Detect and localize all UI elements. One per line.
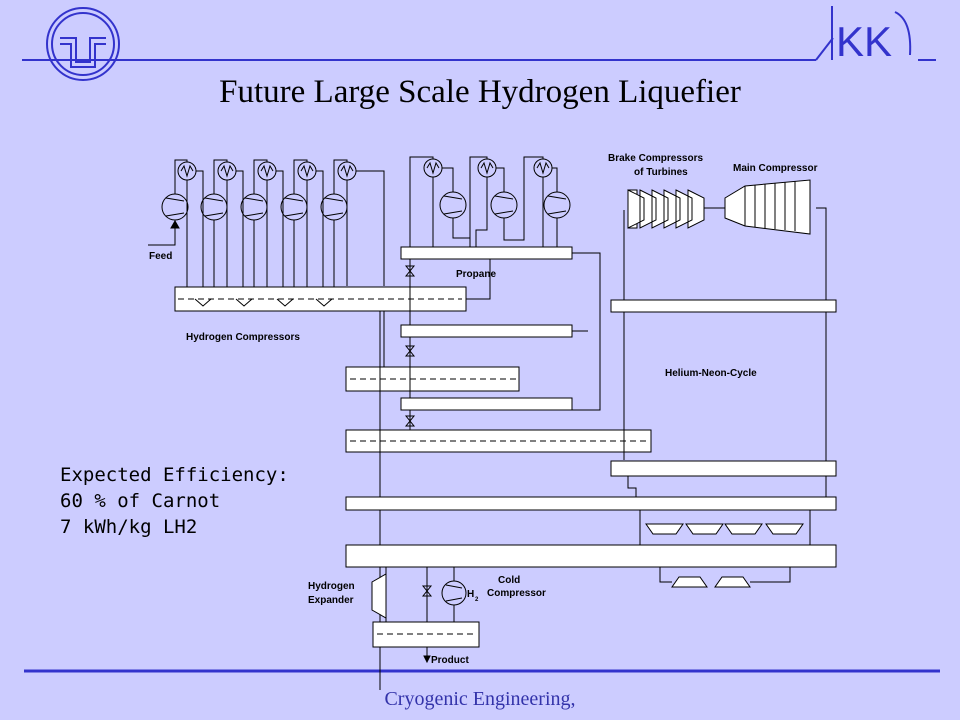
heat-exchanger bbox=[345, 429, 652, 453]
slide-title: Future Large Scale Hydrogen Liquefier bbox=[219, 74, 741, 110]
turbine-icon bbox=[671, 576, 751, 588]
efficiency-text: Expected Efficiency: 60 % of Carnot 7 kW… bbox=[60, 462, 289, 540]
heat-exchanger bbox=[400, 324, 573, 338]
label-propane: Propane bbox=[456, 269, 496, 280]
heat-exchanger bbox=[610, 299, 837, 313]
compressor-icon bbox=[240, 193, 268, 221]
heat-exchanger bbox=[345, 496, 837, 511]
valve-icon bbox=[404, 265, 416, 277]
main-compressor-icon bbox=[724, 179, 811, 235]
kk-logo-text: KK bbox=[836, 18, 892, 65]
compressor-icon bbox=[543, 191, 571, 219]
heat-exchanger bbox=[610, 460, 837, 477]
label-hydrogen-compressors: Hydrogen Compressors bbox=[186, 332, 300, 343]
header-rule-slant bbox=[815, 37, 834, 61]
label-feed: Feed bbox=[149, 251, 172, 262]
kk-logo-icon: KK bbox=[831, 6, 912, 65]
hydrogen-expander-icon bbox=[371, 573, 387, 619]
cold-compressor-icon bbox=[441, 580, 467, 606]
label-h2-subscript: 2 bbox=[475, 597, 479, 603]
compressor-icon bbox=[490, 191, 518, 219]
product-arrow-icon bbox=[423, 655, 431, 664]
heat-exchanger bbox=[400, 246, 573, 260]
feed-line bbox=[148, 221, 176, 246]
valve-icon bbox=[421, 585, 433, 597]
compressor-icon bbox=[320, 193, 348, 221]
compressor-icon bbox=[439, 191, 467, 219]
label-main-compressor: Main Compressor bbox=[733, 163, 818, 174]
label-of-turbines: of Turbines bbox=[634, 167, 688, 178]
slide-footer: Cryogenic Engineering, bbox=[384, 688, 576, 710]
compressor-icon bbox=[200, 193, 228, 221]
heat-exchanger bbox=[400, 397, 573, 411]
valve-icon bbox=[404, 415, 416, 427]
turbine-icon bbox=[645, 523, 804, 535]
efficiency-line-2: 60 % of Carnot bbox=[60, 490, 221, 512]
efficiency-line-1: Expected Efficiency: bbox=[60, 464, 289, 486]
efficiency-line-3: 7 kWh/kg LH2 bbox=[60, 516, 198, 538]
label-brake-compressors: Brake Compressors bbox=[608, 153, 703, 164]
label-cold: Cold bbox=[498, 575, 520, 586]
compressor-icon bbox=[161, 193, 189, 221]
tu-logo-icon bbox=[46, 7, 120, 81]
heat-exchanger bbox=[345, 544, 837, 568]
label-compressor: Compressor bbox=[487, 588, 546, 599]
label-helium-neon-cycle: Helium-Neon-Cycle bbox=[665, 368, 757, 379]
label-product: Product bbox=[431, 655, 469, 666]
label-hydrogen-expander-2: Expander bbox=[308, 595, 354, 606]
propane-compressor-train bbox=[409, 156, 571, 247]
hydrogen-compressor-train bbox=[161, 159, 385, 300]
label-h2: H bbox=[467, 589, 474, 600]
compressor-icon bbox=[280, 193, 308, 221]
valve-icon bbox=[404, 345, 416, 357]
label-hydrogen-expander-1: Hydrogen bbox=[308, 581, 355, 592]
